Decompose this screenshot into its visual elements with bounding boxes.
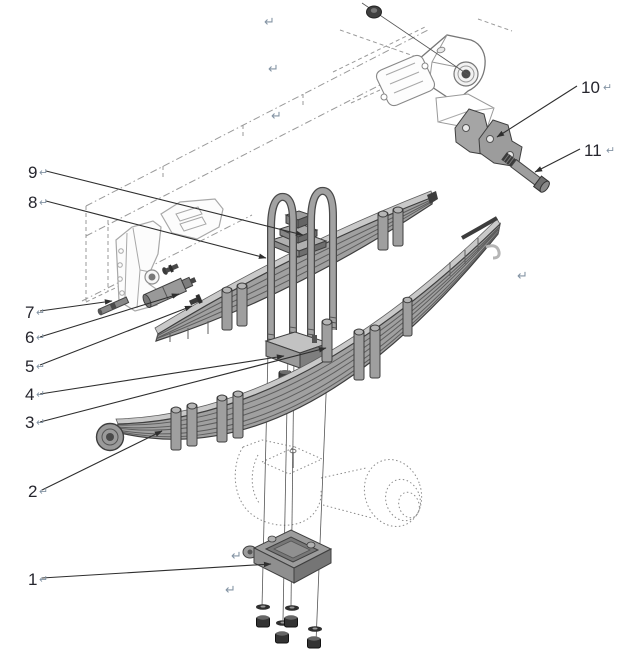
frame-rail-dashed bbox=[81, 18, 513, 303]
paragraph-marks: ↵ ↵ ↵ ↵ ↵ ↵ bbox=[225, 14, 528, 597]
u-bolt-washers-nuts bbox=[256, 604, 322, 649]
callout-leaders bbox=[39, 85, 581, 579]
shackle-pin-nut bbox=[366, 5, 382, 19]
callout-7-leader bbox=[39, 299, 113, 312]
callout-3-mark: ↵ bbox=[36, 417, 45, 429]
callout-9-number: 9 bbox=[28, 163, 37, 182]
callout-5-mark: ↵ bbox=[36, 361, 45, 373]
callout-8-leader bbox=[45, 200, 267, 259]
callout-8-number: 8 bbox=[28, 193, 37, 212]
spring-tip-clip bbox=[485, 244, 501, 260]
callout-11-mark: ↵ bbox=[606, 145, 615, 157]
callout-4-number: 4 bbox=[25, 385, 34, 404]
callout-labels: 1 ↵ 2 ↵ 3 ↵ 4 ↵ 5 ↵ 6 ↵ 7 ↵ 8 ↵ 9 ↵ 10 ↵… bbox=[25, 78, 615, 589]
callout-10-mark: ↵ bbox=[603, 82, 612, 94]
main-spring-tip-cap bbox=[461, 216, 499, 240]
callout-2-mark: ↵ bbox=[39, 486, 48, 498]
callout-3-number: 3 bbox=[25, 413, 34, 432]
spring-eye bbox=[95, 422, 125, 452]
callout-2-number: 2 bbox=[28, 482, 37, 501]
grease-fitting bbox=[188, 294, 203, 306]
front-hanger-bracket bbox=[115, 220, 162, 312]
callout-6-leader bbox=[39, 293, 180, 338]
callout-11-number: 11 bbox=[584, 141, 602, 160]
callout-10-number: 10 bbox=[581, 78, 600, 97]
paragraph-mark: ↵ bbox=[268, 61, 279, 76]
callout-6-mark: ↵ bbox=[36, 332, 45, 344]
callout-10-leader bbox=[496, 85, 578, 138]
nut bbox=[256, 615, 321, 649]
paragraph-mark: ↵ bbox=[517, 268, 528, 283]
callout-6-number: 6 bbox=[25, 328, 34, 347]
small-bolt bbox=[162, 263, 179, 275]
callout-7-mark: ↵ bbox=[36, 307, 45, 319]
callout-2-leader bbox=[41, 430, 163, 491]
callout-7-number: 7 bbox=[25, 303, 34, 322]
paragraph-mark: ↵ bbox=[271, 108, 282, 123]
callout-5-number: 5 bbox=[25, 357, 34, 376]
u-bolt-seat-plate bbox=[242, 529, 333, 584]
paragraph-mark: ↵ bbox=[264, 14, 275, 29]
callout-4-mark: ↵ bbox=[36, 389, 45, 401]
axle-housing-dotted bbox=[234, 439, 423, 527]
callout-1-leader bbox=[41, 561, 272, 579]
callout-11-leader bbox=[534, 148, 581, 173]
paragraph-mark: ↵ bbox=[231, 548, 242, 563]
paragraph-mark: ↵ bbox=[225, 582, 236, 597]
lock-pin bbox=[97, 296, 130, 316]
callout-8-mark: ↵ bbox=[39, 197, 48, 209]
callout-9-mark: ↵ bbox=[39, 167, 48, 179]
callout-1-mark: ↵ bbox=[39, 574, 48, 586]
washer bbox=[256, 604, 322, 632]
seat-block-bolt bbox=[312, 335, 317, 343]
callout-5-leader bbox=[39, 305, 193, 366]
callout-9-leader bbox=[45, 170, 304, 236]
hanger-rib-plate bbox=[375, 54, 436, 107]
main-spring-clamps bbox=[170, 296, 413, 451]
shackle-bolt bbox=[501, 152, 550, 193]
callout-4-leader bbox=[39, 354, 285, 395]
callout-3-leader bbox=[39, 347, 327, 423]
upper-spring-tip-cap bbox=[427, 191, 438, 204]
upper-spring-clamps bbox=[221, 206, 404, 331]
callout-1-number: 1 bbox=[28, 570, 37, 589]
spring-pin bbox=[142, 276, 197, 309]
rebound-bracket bbox=[160, 198, 224, 240]
